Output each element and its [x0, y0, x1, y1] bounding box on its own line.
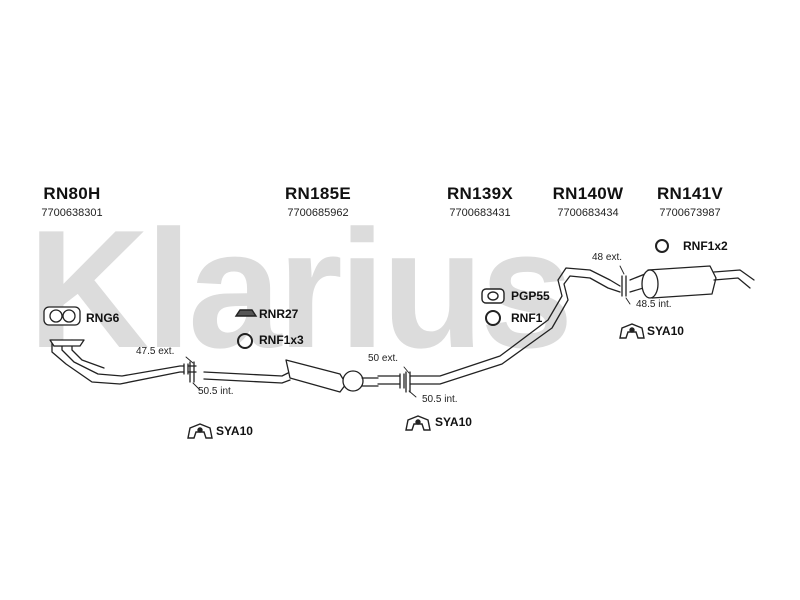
- rear-pipe-rn139x: [409, 267, 621, 385]
- clamp-ring-icon: [237, 333, 253, 349]
- dimension-ext: 47.5 ext.: [136, 346, 175, 357]
- rear-silencer-rn141v: [629, 265, 755, 299]
- clamp-ring-icon: [655, 239, 669, 253]
- rubber-mount-icon: [619, 323, 645, 339]
- dimension-ext: 48 ext.: [592, 252, 623, 263]
- clamp-markers: [189, 275, 627, 393]
- dimension-int: 50.5 int.: [422, 394, 458, 405]
- oem-number: 7700638301: [41, 207, 103, 219]
- gasket-rng6-shape: [43, 306, 81, 326]
- fitting-label-sya10[interactable]: SYA10: [216, 424, 253, 438]
- part-rn141v[interactable]: RN141V 7700673987: [648, 184, 732, 219]
- part-rn139x[interactable]: RN139X 7700683431: [438, 184, 522, 219]
- part-rn140w[interactable]: RN140W 7700683434: [546, 184, 630, 219]
- oem-number: 7700685962: [287, 207, 349, 219]
- oem-number: 7700683434: [557, 207, 619, 219]
- part-code: RN140W: [552, 184, 624, 203]
- part-rn80h[interactable]: RN80H 7700638301: [32, 184, 112, 219]
- fitting-label-rnf1x3[interactable]: RNF1x3: [259, 333, 304, 347]
- fitting-label-rng6[interactable]: RNG6: [86, 311, 120, 325]
- fitting-label-rnf1x2[interactable]: RNF1x2: [683, 239, 728, 253]
- part-rn185e[interactable]: RN185E 7700685962: [276, 184, 360, 219]
- gasket-icon: [481, 288, 505, 304]
- rubber-mount-icon: [187, 423, 213, 439]
- oem-number: 7700683431: [449, 207, 511, 219]
- dimension-int: 48.5 int.: [636, 299, 672, 310]
- clamp-ring-icon: [485, 310, 501, 326]
- part-code: RN141V: [656, 184, 724, 203]
- fitting-label-sya10[interactable]: SYA10: [647, 324, 684, 338]
- dimension-leaders: [185, 265, 631, 398]
- fitting-label-rnf1[interactable]: RNF1: [511, 311, 543, 325]
- dimension-int: 50.5 int.: [198, 386, 234, 397]
- centre-silencer-rn185e: [203, 359, 405, 393]
- oem-number: 7700673987: [659, 207, 721, 219]
- dimension-ext: 50 ext.: [368, 353, 399, 364]
- downpipe-rn80h: [49, 339, 197, 385]
- fitting-label-sya10[interactable]: SYA10: [435, 415, 472, 429]
- part-code: RN185E: [284, 184, 352, 203]
- watermark-logo: Klarius: [28, 195, 574, 383]
- part-code: RN80H: [43, 184, 101, 203]
- part-code: RN139X: [446, 184, 514, 203]
- fitting-label-pgp55[interactable]: PGP55: [511, 289, 550, 303]
- hanger-icon: [234, 309, 258, 317]
- fitting-label-rnr27[interactable]: RNR27: [259, 307, 299, 321]
- rubber-mount-icon: [405, 415, 431, 431]
